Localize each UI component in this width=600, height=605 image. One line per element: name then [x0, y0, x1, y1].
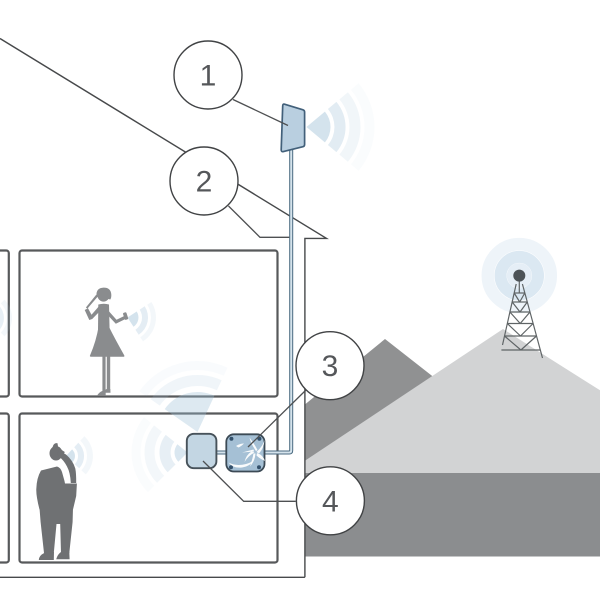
svg-text:4: 4: [322, 485, 339, 518]
svg-text:2: 2: [196, 166, 213, 199]
svg-text:3: 3: [322, 350, 339, 383]
svg-text:1: 1: [200, 60, 217, 93]
